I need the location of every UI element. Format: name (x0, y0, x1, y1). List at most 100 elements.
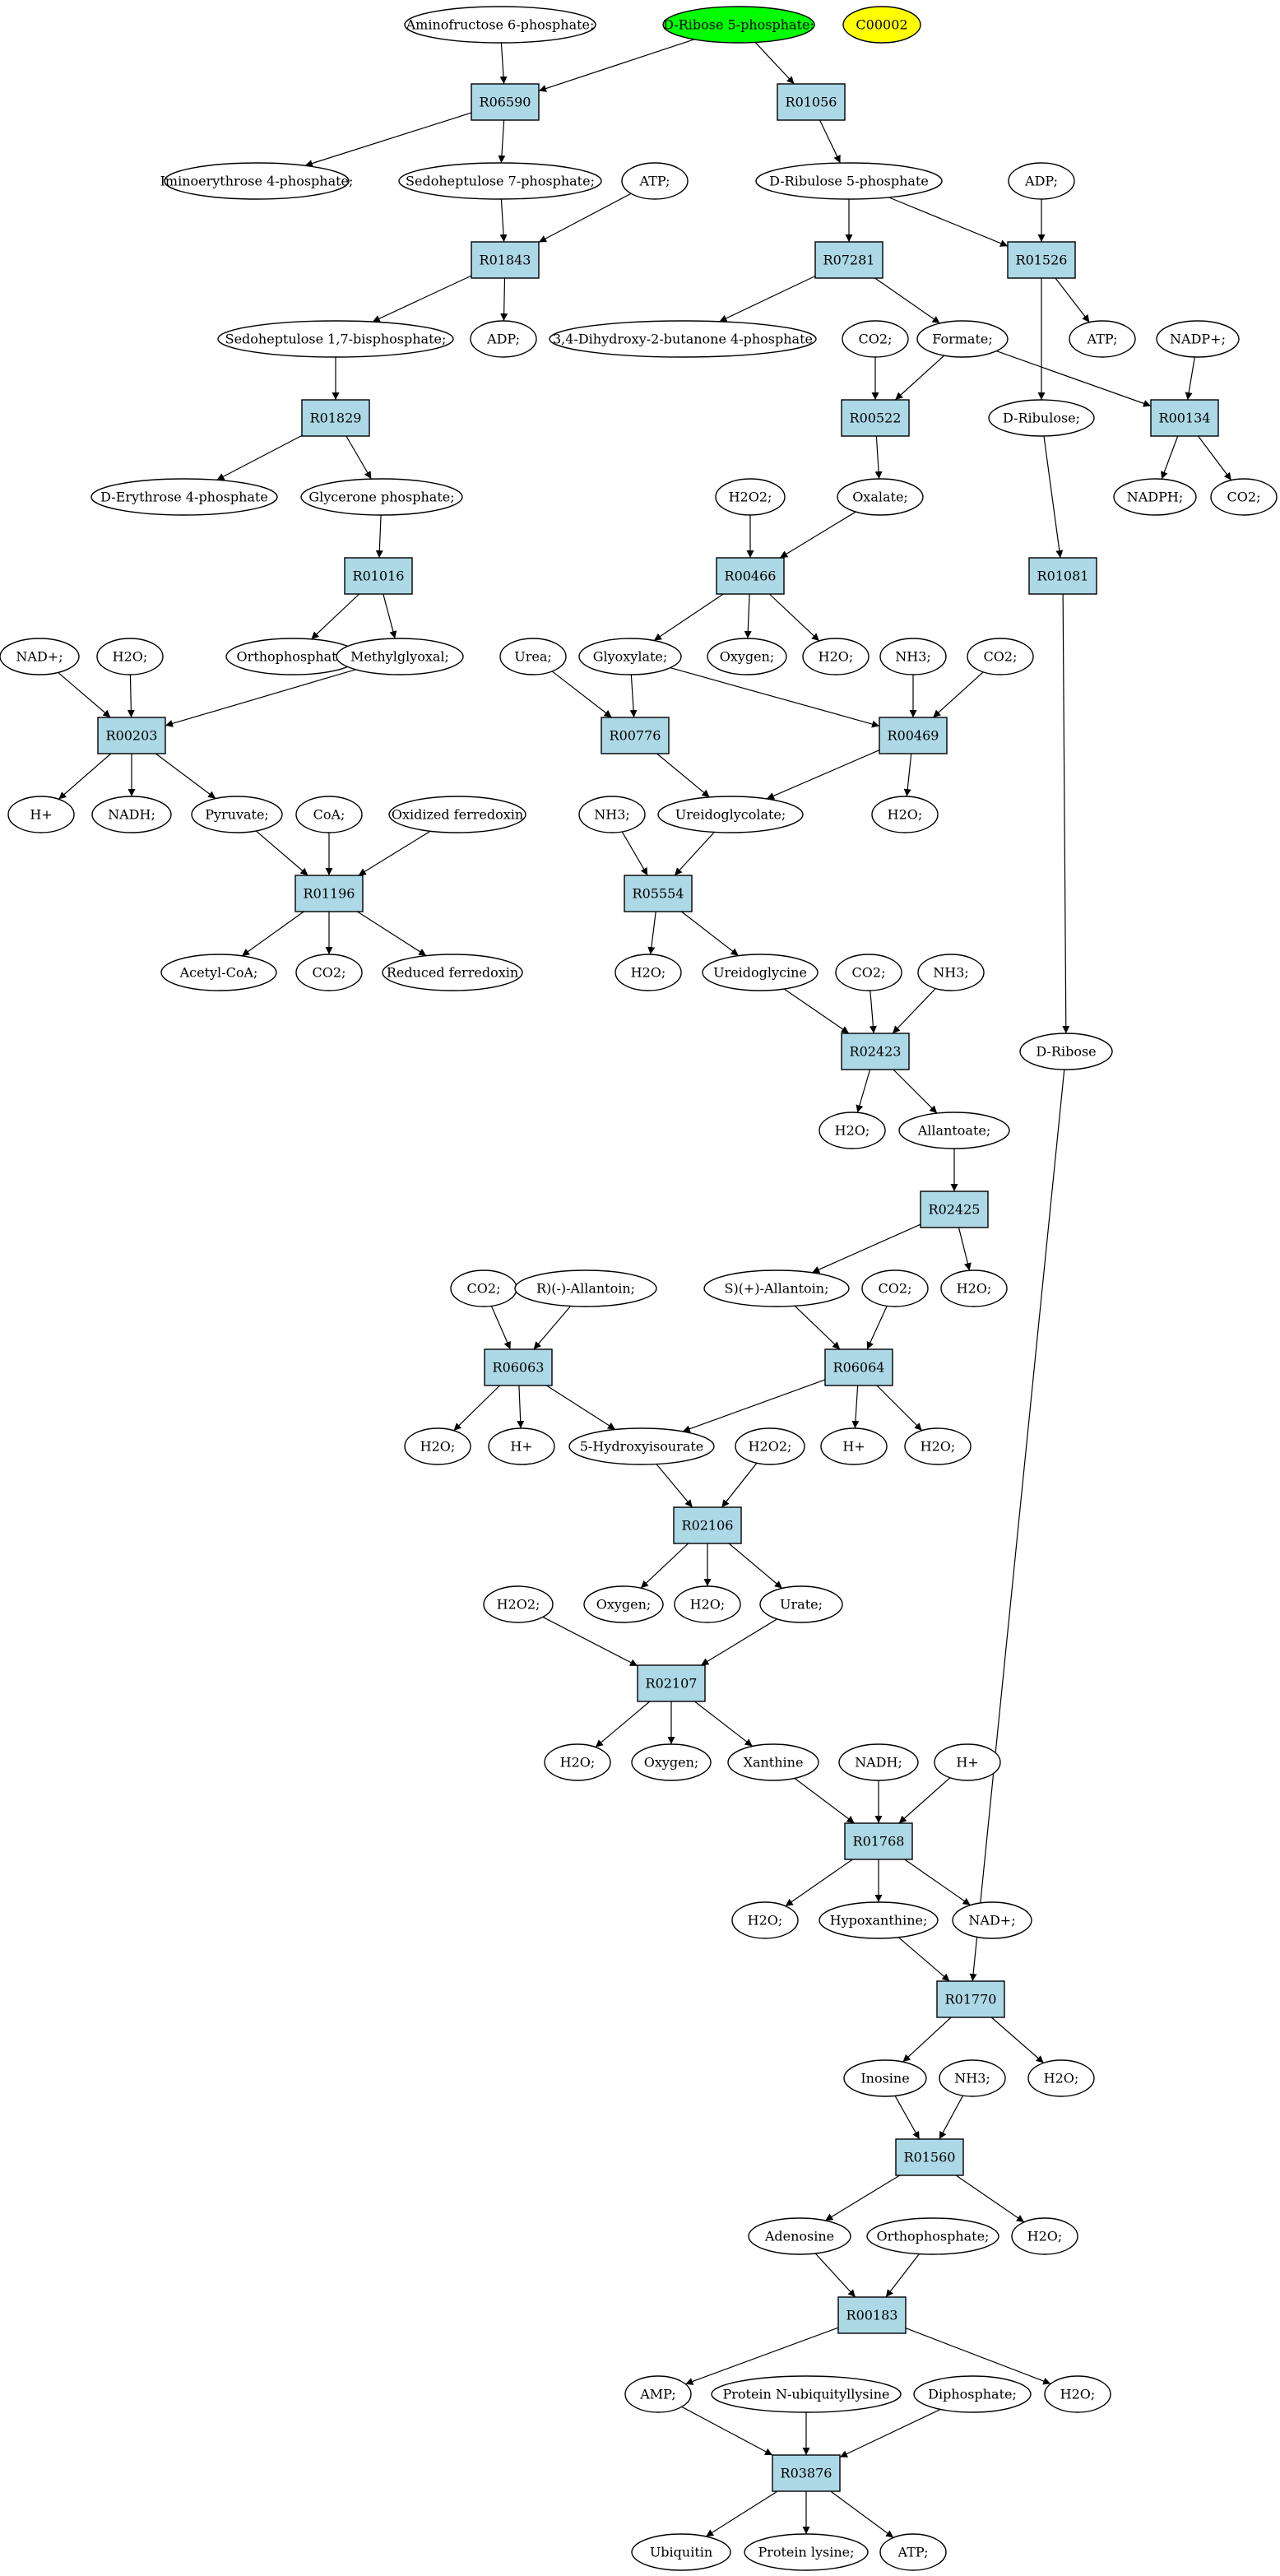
compound-ellipse (879, 638, 947, 675)
reaction-box (294, 875, 364, 912)
node-label: R01016 (353, 569, 405, 584)
compound-node-protein-lysine: Protein lysine; (744, 2533, 869, 2571)
edge-oxalate-to-r00466 (779, 511, 856, 559)
node-label: R06064 (833, 1360, 885, 1376)
node-label: NADP+; (1170, 332, 1226, 347)
node-label: H2O; (921, 1439, 956, 1455)
node-label: Iminoerythrose 4-phosphate; (160, 174, 354, 189)
compound-ellipse (657, 796, 804, 833)
compound-ellipse (702, 954, 819, 991)
compound-ellipse (578, 796, 646, 833)
edge-r06063-to-hplus-2 (517, 1385, 525, 1429)
reaction-box (673, 1506, 742, 1544)
reaction-node-r01829: R01829 (301, 399, 370, 437)
compound-node-allantoate: Allantoate; (898, 1112, 1010, 1149)
compound-ellipse (499, 638, 567, 675)
edge-urea-to-r00776 (551, 671, 612, 718)
compound-node-h2o-6: H2O; (940, 1269, 1008, 1307)
edge-r00203-to-pyruvate (155, 753, 216, 800)
compound-node-adp-2: ADP; (470, 320, 537, 358)
edge-r03876-to-ubiquitin (705, 2490, 778, 2537)
node-label: 5-Hydroxyisourate (580, 1439, 704, 1455)
edge-h2o2-3-to-r02107 (542, 1616, 638, 1667)
compound-ellipse (404, 1427, 471, 1465)
compound-node-atp-1: ATP; (621, 162, 689, 200)
reaction-box (879, 717, 948, 754)
reaction-node-r02423: R02423 (841, 1033, 910, 1070)
edge-r00469-to-h2o-3 (903, 753, 912, 797)
node-label: Formate; (932, 332, 993, 347)
compound-node-h2o-4: H2O; (614, 954, 682, 991)
edge-r06064-to-hydroxyisourate (682, 1379, 826, 1433)
compound-ellipse (544, 1743, 611, 1781)
compound-node-diphosphate: Diphosphate; (913, 2375, 1032, 2413)
edge-ureidoglycolate-to-r05554 (674, 832, 715, 876)
node-label: Orthophosphate; (237, 649, 350, 665)
node-label: Oxidized ferredoxin (392, 807, 523, 823)
compound-node-aminofructose-6p: Aminofructose 6-phosphate; (404, 6, 596, 44)
compound-ellipse (939, 2059, 1006, 2097)
edge-r00183-to-h2o-14 (905, 2328, 1051, 2385)
reaction-node-r06590: R06590 (471, 83, 540, 121)
compound-node-coa: CoA; (295, 796, 363, 833)
edge-r00134-to-co2-2 (1198, 435, 1232, 481)
edge-r05554-to-h2o-4 (647, 911, 656, 955)
reaction-box (841, 1033, 910, 1070)
node-label: H2O; (1027, 2229, 1063, 2244)
node-label: H2O; (690, 1597, 726, 1613)
reaction-node-r01196: R01196 (294, 875, 364, 912)
node-label: R02423 (850, 1044, 902, 1060)
compound-ellipse (871, 796, 939, 833)
compound-ellipse (1044, 2375, 1111, 2413)
node-label: Inosine (860, 2071, 909, 2086)
reaction-box (344, 557, 413, 595)
edge-r01016-to-orthophosphate-1 (311, 593, 360, 640)
compound-ellipse (96, 638, 164, 675)
node-label: CO2; (859, 332, 893, 347)
compound-node-nh3-3: NH3; (917, 954, 985, 991)
edge-r01829-to-glycerone-p (346, 435, 372, 480)
node-label: D-Ribose 5-phosphate; (663, 17, 814, 33)
compound-node-atp-2: ATP; (1069, 320, 1136, 358)
reaction-box (814, 241, 883, 279)
compound-node-d-ribulose: D-Ribulose; (988, 399, 1095, 437)
node-label: CO2; (879, 1281, 912, 1297)
compound-ellipse (904, 1427, 972, 1465)
compound-node-d-ribose-5p: D-Ribose 5-phosphate; (662, 6, 815, 44)
compound-ellipse (624, 2375, 692, 2413)
edge-co2-7-to-r06064 (866, 1306, 888, 1350)
compound-node-nh3-4: NH3; (939, 2059, 1006, 2097)
node-label: NADH; (855, 1755, 902, 1771)
node-label: H+ (510, 1439, 532, 1455)
compound-ellipse (674, 1585, 741, 1623)
edge-r00203-to-hplus-1 (58, 753, 112, 800)
node-label: Sedoheptulose 1,7-bisphosphate; (225, 332, 447, 347)
reaction-box (1028, 557, 1097, 595)
node-label: H2O; (631, 965, 666, 981)
compound-ellipse (388, 796, 526, 833)
node-label: Urate; (780, 1597, 823, 1613)
reaction-node-r01560: R01560 (895, 2138, 964, 2176)
node-label: NAD+; (968, 1913, 1015, 1929)
edge-r01056-to-d-ribulose-5p (819, 119, 842, 164)
reaction-node-r01081: R01081 (1028, 557, 1097, 595)
reaction-box (1007, 241, 1076, 279)
reaction-box (895, 2138, 964, 2176)
compound-ellipse (835, 954, 902, 991)
reaction-node-r00466: R00466 (716, 557, 785, 595)
compound-node-h2o-3: H2O; (871, 796, 939, 833)
node-label: CO2; (1227, 490, 1261, 505)
compound-node-hydroxyisourate: 5-Hydroxyisourate (568, 1427, 715, 1465)
reaction-node-r00469: R00469 (879, 717, 948, 754)
compound-node-glyoxylate: Glyoxylate; (578, 638, 682, 675)
node-label: H2O; (748, 1913, 783, 1929)
node-label: Urea; (514, 649, 552, 665)
edge-glyoxylate-to-r00776 (629, 674, 638, 718)
compound-ellipse (1069, 320, 1136, 358)
edge-r00134-to-nadph (1161, 435, 1179, 480)
compound-node-co2-6: CO2; (450, 1269, 517, 1307)
compound-node-ureidoglycine: Ureidoglycine (702, 954, 819, 991)
node-label: Diphosphate; (928, 2387, 1017, 2402)
node-label: ATP; (639, 174, 670, 189)
nodes-layer: Aminofructose 6-phosphate; D-Ribose 5-pho… (0, 6, 1278, 2571)
